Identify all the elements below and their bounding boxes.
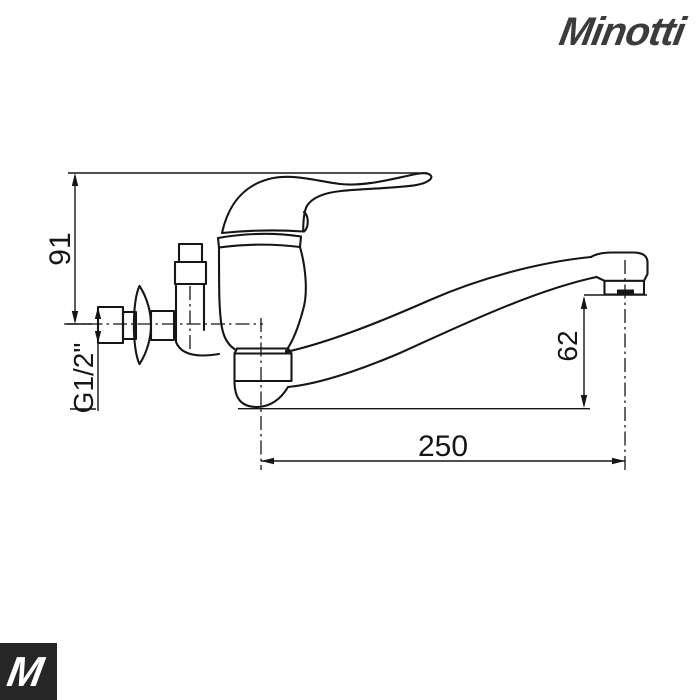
- handle-collar: [302, 210, 309, 233]
- inlet-nut: [121, 310, 138, 341]
- cartridge-cap-top: [216, 232, 303, 240]
- dim-250-arrow-left: [261, 457, 274, 465]
- faucet-outline: [96, 172, 649, 409]
- cap-sides: [216, 235, 303, 249]
- dimension-250: [261, 457, 625, 465]
- lever-handle: [220, 172, 433, 235]
- spout-nut: [233, 347, 293, 383]
- flange-cylinder: [149, 309, 176, 342]
- dimension-label-g12: G1/2": [68, 343, 99, 414]
- valve-fitting: [173, 242, 221, 357]
- cartridge-cap-seam: [217, 243, 302, 249]
- brand-logo: Minotti: [556, 10, 688, 54]
- dimension-62: [238, 294, 647, 410]
- dimension-label-250: 250: [418, 430, 468, 463]
- brand-logo-text: Minotti: [556, 10, 688, 54]
- dimension-g12: [70, 307, 102, 411]
- centerlines: [64, 260, 626, 470]
- dim-g12-arrow-up: [94, 307, 102, 319]
- inlet-pipe: [96, 305, 125, 345]
- handle-outline: [220, 172, 433, 235]
- corner-logo-letter: M: [3, 647, 48, 695]
- dimension-label-62: 62: [552, 330, 583, 361]
- body-foot: [233, 379, 290, 409]
- dim-62-arrow-down: [580, 395, 588, 408]
- dimension-label-91: 91: [44, 232, 77, 265]
- dim-g12-arrow-down: [94, 331, 102, 343]
- mixer-body: [216, 232, 307, 409]
- valve-nut: [173, 260, 208, 286]
- dimensions: [66, 172, 647, 465]
- corner-logo-badge: M: [0, 643, 57, 700]
- body-left-edge: [217, 246, 238, 352]
- dimension-91: [66, 172, 427, 325]
- spout-bottom-edge: [286, 275, 598, 389]
- dim-91-arrow-up: [71, 173, 79, 186]
- dim-250-arrow-right: [612, 457, 625, 465]
- dim-62-arrow-up: [580, 296, 588, 309]
- spout-top-edge: [284, 255, 593, 354]
- wall-flange: [132, 284, 153, 366]
- inlet-connection: [96, 284, 176, 366]
- spout-head: [589, 251, 649, 282]
- dim-91-arrow-down: [71, 311, 79, 324]
- spout: [284, 251, 649, 389]
- aerator-outlet: [617, 289, 634, 295]
- body-right-edge: [284, 245, 307, 353]
- valve-cap: [177, 242, 204, 264]
- valve-housing: [174, 282, 221, 357]
